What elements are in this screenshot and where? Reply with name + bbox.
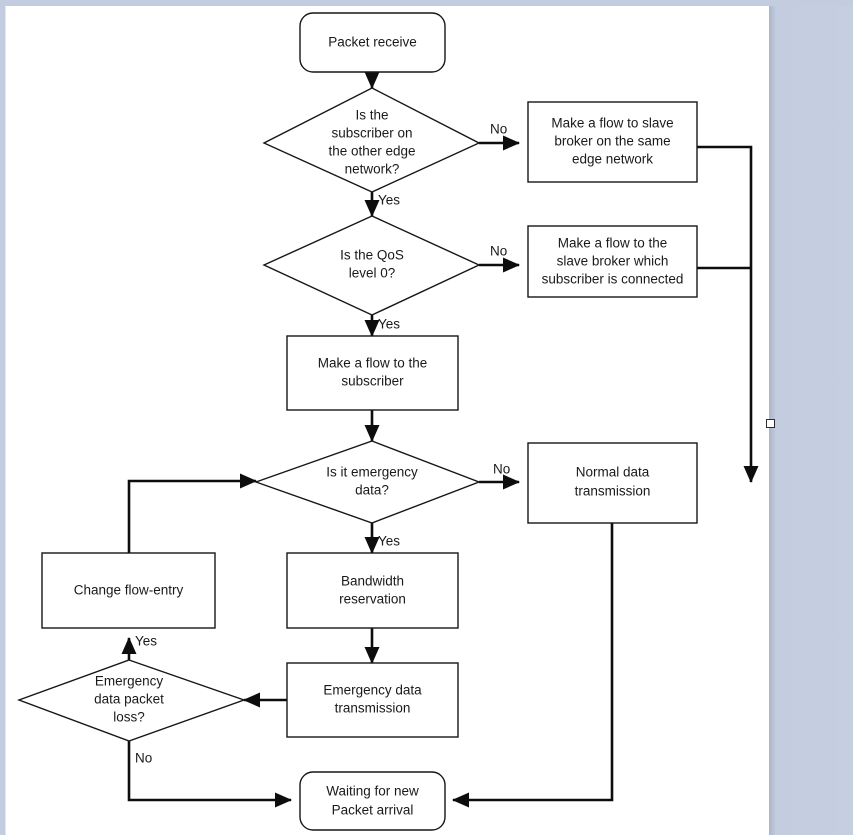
subscriber-edge-label-line2: subscriber on	[331, 126, 412, 141]
node-flow-slave-connected[interactable]: Make a flow to the slave broker which su…	[527, 225, 698, 298]
emergency-data-shape[interactable]	[253, 440, 481, 524]
edge-packet-loss-no	[127, 741, 293, 808]
emergency-transmission-shape[interactable]	[286, 662, 459, 738]
node-waiting-packet[interactable]: Waiting for new Packet arrival	[299, 771, 446, 831]
edge-change-flow-entry-to-emergency	[127, 473, 258, 553]
flow-subscriber-label-line2: subscriber	[341, 374, 404, 389]
flow-slave-same-label-line3: edge network	[572, 152, 653, 167]
flow-slave-connected-label-line2: slave broker which	[557, 254, 669, 269]
packet-receive-shape[interactable]	[299, 12, 446, 73]
flow-slave-connected-label-line3: subscriber is connected	[542, 272, 684, 287]
edge-label-subscriber-yes: Yes	[378, 193, 400, 208]
flow-slave-same-label-line2: broker on the same	[554, 134, 670, 149]
packet-loss-shape[interactable]	[16, 659, 247, 742]
packet-loss-label-line3: loss?	[113, 710, 145, 725]
flow-slave-same-label-line1: Make a flow to slave	[551, 116, 673, 131]
change-flow-entry-shape[interactable]	[41, 552, 216, 629]
subscriber-edge-label-line3: the other edge	[328, 144, 415, 159]
subscriber-edge-label-line1: Is the	[355, 108, 388, 123]
qos-label-line2: level 0?	[349, 266, 396, 281]
emergency-transmission-label-line1: Emergency data	[323, 683, 422, 698]
packet-loss-label-line1: Emergency	[95, 674, 164, 689]
edge-flow-slave-same-to-normal	[697, 145, 759, 484]
qos-shape[interactable]	[262, 215, 481, 316]
node-qos-decision[interactable]: Is the QoS level 0?	[262, 215, 481, 316]
flow-slave-connected-shape[interactable]	[527, 225, 698, 298]
waiting-packet-label-line2: Packet arrival	[332, 803, 414, 818]
emergency-transmission-label-line2: transmission	[335, 701, 411, 716]
flow-subscriber-label-line1: Make a flow to the	[318, 356, 428, 371]
packet-loss-label-line2: data packet	[94, 692, 164, 707]
edge-normal-to-waiting	[451, 523, 614, 808]
flow-slave-connected-label-line1: Make a flow to the	[558, 236, 668, 251]
edge-label-subscriber-no: No	[490, 122, 507, 137]
emergency-data-label-line2: data?	[355, 483, 389, 498]
edge-label-layer: No Yes No Yes No Yes Yes No	[135, 122, 510, 766]
normal-transmission-shape[interactable]	[527, 442, 698, 524]
flow-subscriber-shape[interactable]	[286, 335, 459, 411]
bandwidth-reservation-label-line1: Bandwidth	[341, 574, 404, 589]
normal-transmission-label-line2: transmission	[575, 484, 651, 499]
subscriber-edge-label-line4: network?	[345, 162, 400, 177]
node-subscriber-edge-decision[interactable]: Is the subscriber on the other edge netw…	[262, 87, 481, 193]
node-packet-loss-decision[interactable]: Emergency data packet loss?	[16, 659, 247, 742]
bandwidth-reservation-shape[interactable]	[286, 552, 459, 629]
node-emergency-transmission[interactable]: Emergency data transmission	[286, 662, 459, 738]
top-margin-strip	[0, 0, 853, 6]
node-normal-transmission[interactable]: Normal data transmission	[527, 442, 698, 524]
normal-transmission-label-line1: Normal data	[576, 465, 650, 480]
node-flow-subscriber[interactable]: Make a flow to the subscriber	[286, 335, 459, 411]
edge-label-qos-yes: Yes	[378, 317, 400, 332]
qos-label-line1: Is the QoS	[340, 248, 404, 263]
canvas-resize-handle[interactable]	[766, 419, 775, 428]
node-bandwidth-reservation[interactable]: Bandwidth reservation	[286, 552, 459, 629]
edge-label-packet-loss-no: No	[135, 751, 152, 766]
edge-label-qos-no: No	[490, 244, 507, 259]
edge-label-emergency-yes: Yes	[378, 534, 400, 549]
waiting-packet-shape[interactable]	[299, 771, 446, 831]
packet-receive-label: Packet receive	[328, 35, 417, 50]
connector-layer	[121, 71, 759, 808]
bandwidth-reservation-label-line2: reservation	[339, 592, 406, 607]
change-flow-entry-label: Change flow-entry	[74, 583, 184, 598]
emergency-data-label-line1: Is it emergency	[326, 465, 418, 480]
edge-label-packet-loss-yes: Yes	[135, 634, 157, 649]
node-flow-slave-same[interactable]: Make a flow to slave broker on the same …	[527, 101, 698, 183]
node-emergency-data-decision[interactable]: Is it emergency data?	[253, 440, 481, 524]
node-packet-receive[interactable]: Packet receive	[299, 12, 446, 73]
flow-slave-same-shape[interactable]	[527, 101, 698, 183]
subscriber-edge-shape[interactable]	[262, 87, 481, 193]
waiting-packet-label-line1: Waiting for new	[326, 784, 419, 799]
node-change-flow-entry[interactable]: Change flow-entry	[41, 552, 216, 629]
edge-label-emergency-no: No	[493, 462, 510, 477]
